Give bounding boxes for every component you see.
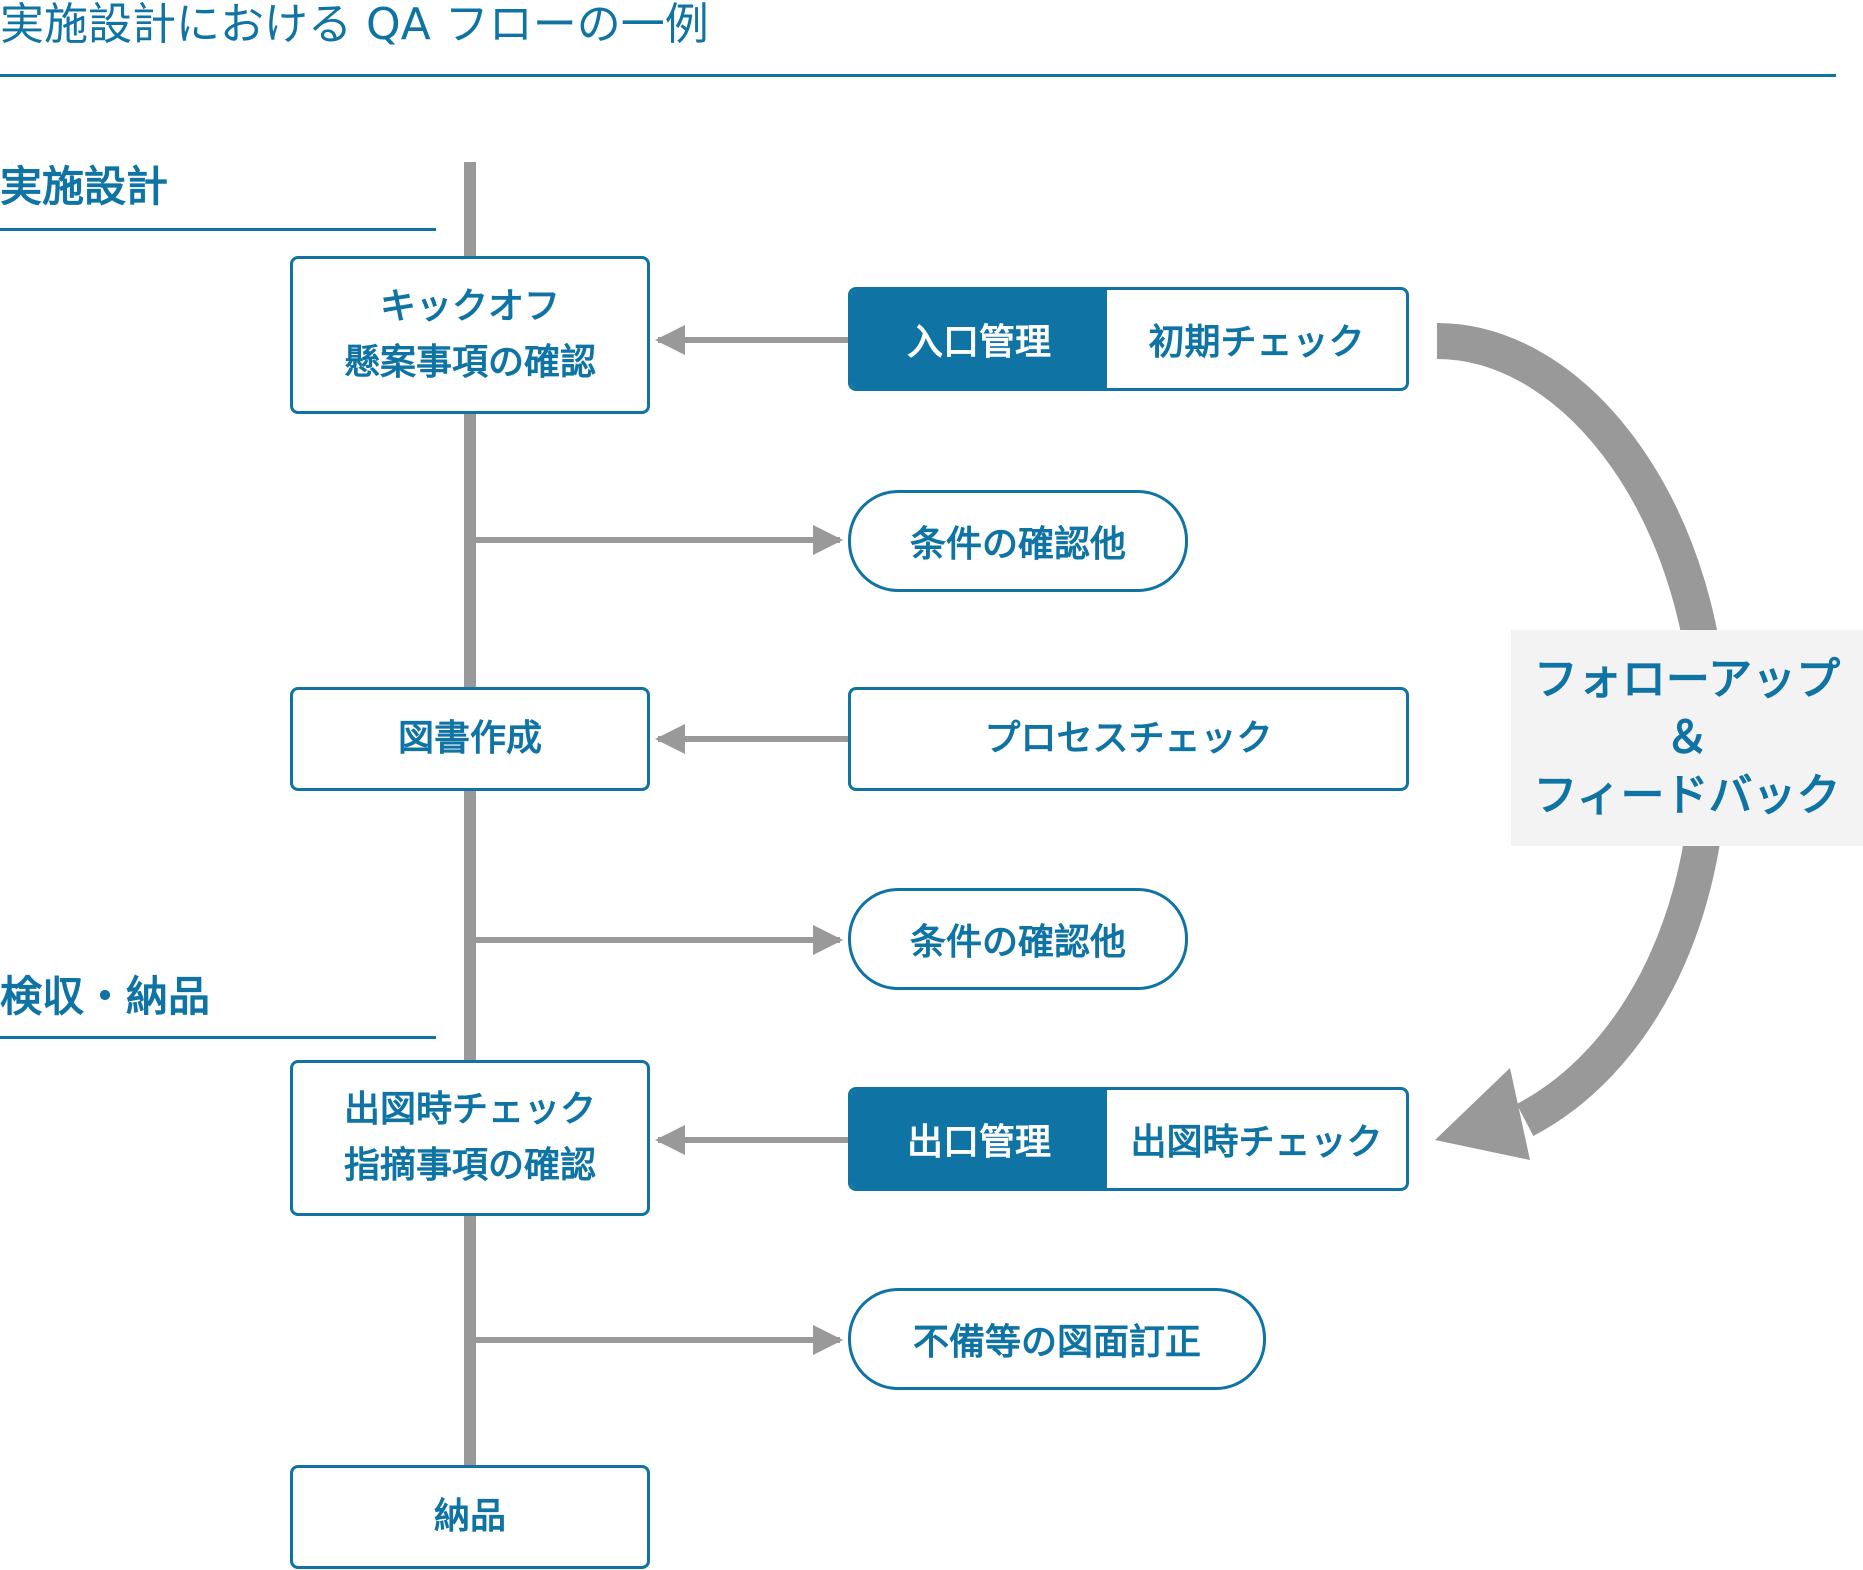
- section-rule-design: [0, 228, 436, 231]
- kickoff-line1: キックオフ: [379, 286, 560, 327]
- section-label-design: 実施設計: [0, 162, 169, 211]
- entrance-check-box: 入口管理 初期チェック: [848, 287, 1409, 391]
- kickoff-line2: 懸案事項の確認: [343, 342, 596, 383]
- page-title: 実施設計における QA フローの一例: [0, 0, 709, 50]
- delivery-label: 納品: [433, 1496, 506, 1537]
- followup-line3: フィードバック: [1533, 770, 1841, 821]
- drawing-box: 図書作成: [290, 687, 650, 791]
- exit-detail: 出図時チェック: [1130, 1122, 1383, 1163]
- conditions-pill-2: 条件の確認他: [848, 888, 1188, 990]
- exit-label: 出口管理: [851, 1090, 1107, 1188]
- exit-check-box: 出口管理 出図時チェック: [848, 1087, 1409, 1191]
- conditions-pill-1: 条件の確認他: [848, 490, 1188, 592]
- section-label-acceptance: 検収・納品: [0, 972, 211, 1021]
- entrance-label: 入口管理: [851, 290, 1107, 388]
- title-rule: [0, 74, 1836, 77]
- followup-arrowhead: [1435, 1068, 1530, 1160]
- output-check-line2: 指摘事項の確認: [343, 1145, 596, 1186]
- corrections-label: 不備等の図面訂正: [912, 1322, 1201, 1363]
- followup-feedback-label: フォローアップ ＆ フィードバック: [1511, 630, 1863, 846]
- followup-line1: フォローアップ: [1533, 654, 1841, 705]
- entrance-detail: 初期チェック: [1148, 322, 1365, 363]
- conditions-2-label: 条件の確認他: [909, 922, 1126, 963]
- output-check-box: 出図時チェック 指摘事項の確認: [290, 1060, 650, 1216]
- kickoff-box: キックオフ 懸案事項の確認: [290, 256, 650, 414]
- drawing-label: 図書作成: [397, 718, 542, 759]
- followup-line2: ＆: [1665, 712, 1709, 763]
- process-check-label: プロセスチェック: [984, 718, 1273, 759]
- corrections-pill: 不備等の図面訂正: [848, 1288, 1266, 1390]
- process-check-box: プロセスチェック: [848, 687, 1409, 791]
- section-rule-acceptance: [0, 1036, 436, 1039]
- conditions-1-label: 条件の確認他: [909, 524, 1126, 565]
- output-check-line1: 出図時チェック: [343, 1089, 596, 1130]
- delivery-box: 納品: [290, 1465, 650, 1569]
